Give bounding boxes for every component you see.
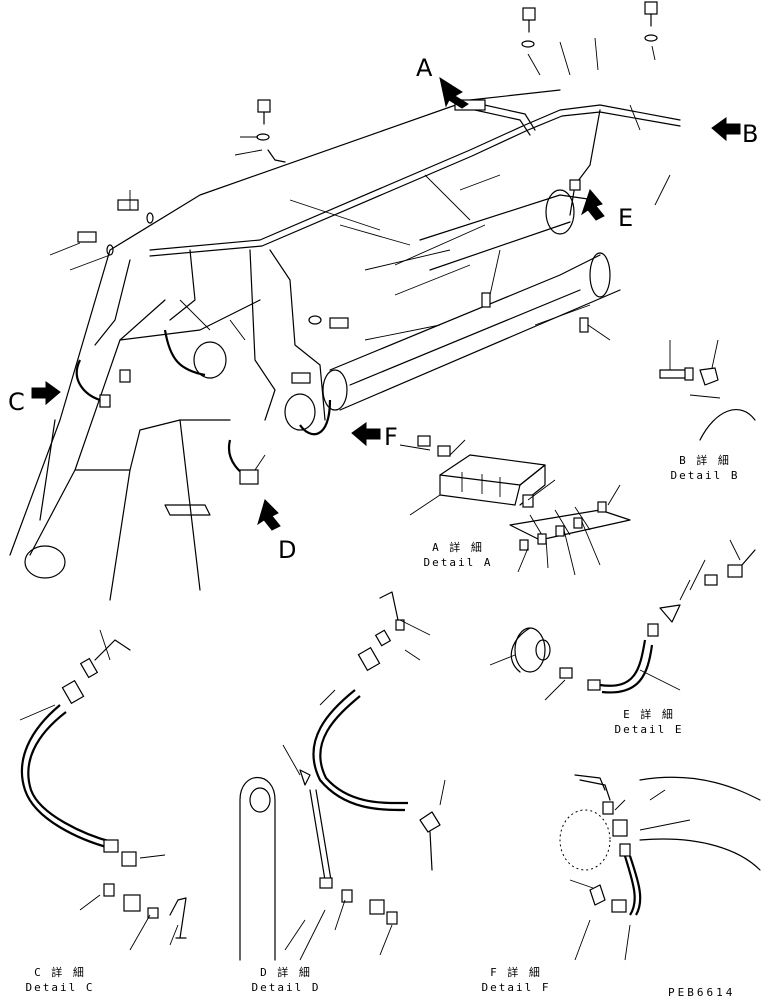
drawing-code: PEB6614 xyxy=(668,986,736,999)
arrow-c-icon xyxy=(31,381,61,406)
callout-label-b: B xyxy=(742,120,759,148)
detail-d-title-jp: D 詳 細 xyxy=(260,966,312,979)
detail-c-caption: C 詳 細 Detail C xyxy=(0,966,120,996)
detail-d-drawing xyxy=(239,591,446,961)
detail-c-title-en: Detail C xyxy=(25,980,95,994)
main-assembly xyxy=(9,1,681,601)
arrow-d-icon xyxy=(257,499,281,531)
detail-e-title-en: Detail E xyxy=(614,722,684,736)
detail-e-drawing xyxy=(489,539,756,701)
detail-f-caption: F 詳 細 Detail F xyxy=(466,966,566,996)
detail-f-drawing xyxy=(559,774,761,961)
detail-d-caption: D 詳 細 Detail D xyxy=(236,966,336,996)
detail-f-title-en: Detail F xyxy=(481,980,551,994)
arrow-e-icon xyxy=(581,189,605,221)
detail-c-title-jp: C 詳 細 xyxy=(34,966,86,979)
callout-label-c: C xyxy=(8,388,25,416)
detail-a-drawing xyxy=(399,435,631,576)
detail-c-drawing xyxy=(19,629,187,951)
callout-label-f: F xyxy=(384,423,398,451)
callout-label-a: A xyxy=(416,54,433,82)
arrow-f-icon xyxy=(351,422,381,447)
detail-e-title-jp: E 詳 細 xyxy=(623,708,675,721)
detail-a-title-en: Detail A xyxy=(423,555,493,569)
callout-label-d: D xyxy=(278,536,297,564)
arrow-a-icon xyxy=(439,76,469,109)
detail-b-caption: B 詳 細 Detail B xyxy=(660,454,750,484)
detail-e-caption: E 詳 細 Detail E xyxy=(604,708,694,738)
arrow-b-icon xyxy=(711,117,741,142)
detail-b-title-jp: B 詳 細 xyxy=(679,454,731,467)
detail-b-drawing xyxy=(659,339,756,441)
detail-a-title-jp: A 詳 細 xyxy=(432,541,484,554)
detail-d-title-en: Detail D xyxy=(251,980,321,994)
detail-a-caption: A 詳 細 Detail A xyxy=(413,541,503,571)
detail-b-title-en: Detail B xyxy=(670,468,740,482)
callout-label-e: E xyxy=(618,204,634,232)
detail-f-title-jp: F 詳 細 xyxy=(490,966,542,979)
